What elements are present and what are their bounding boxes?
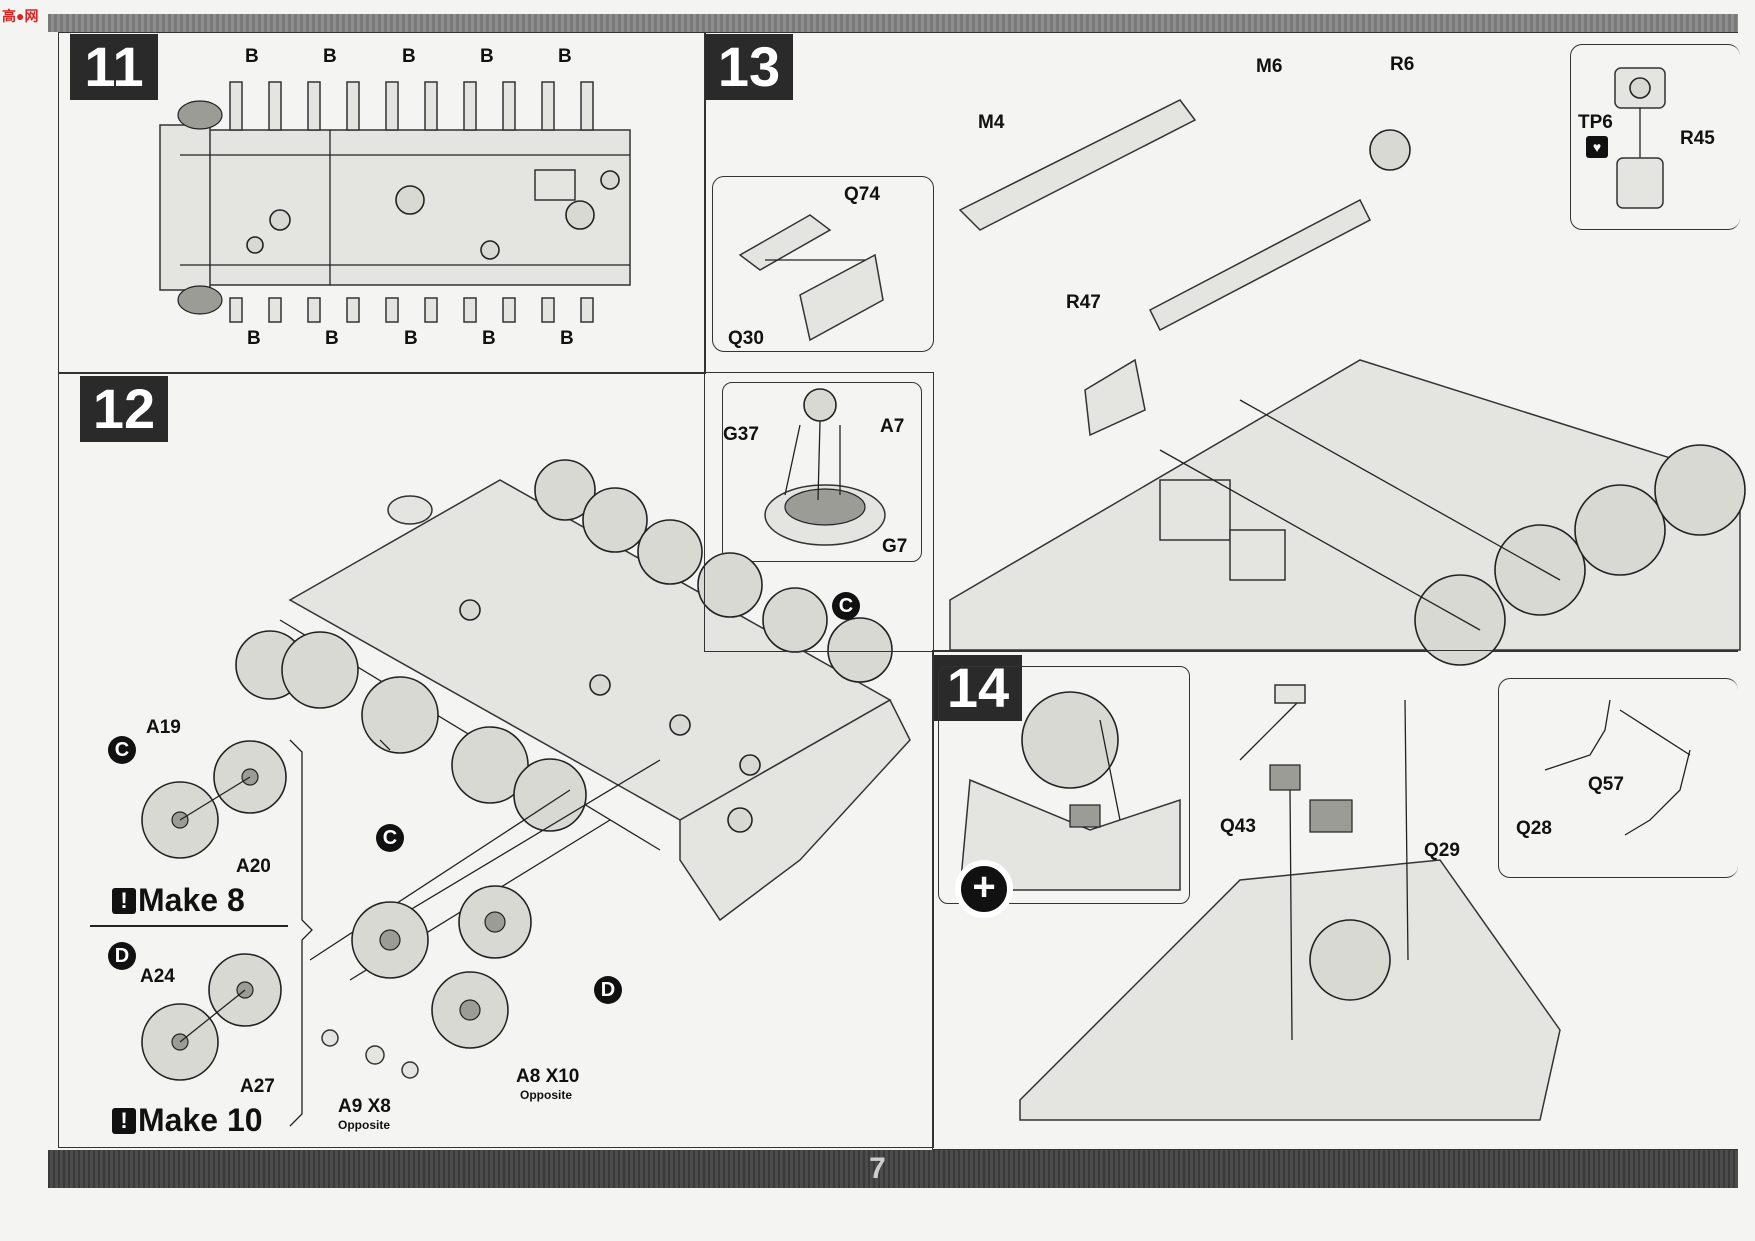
step-14-zoom-inset [938,666,1190,904]
label-a19: A19 [146,717,181,738]
step-13-label-tp6: TP6 [1578,112,1613,133]
top-band [48,14,1738,32]
label-a24: A24 [140,966,175,987]
step-14-panel [932,650,1738,1150]
step-11-label-b-bottom-1: B [247,328,261,349]
label-a20: A20 [236,856,271,877]
step-12-inset [722,382,922,562]
wheel-d-tag: D [108,942,136,970]
make-8-note: !Make 8 [112,882,245,919]
step-12-callout-c-upper: C [832,592,860,620]
step-12-label-g7: G7 [882,536,908,557]
step-12-panel [58,372,934,1148]
make-8-text: Make 8 [138,882,245,918]
zoom-in-icon: + [955,860,1013,918]
make-10-note: !Make 10 [112,1102,263,1139]
step-14-label-q29: Q29 [1424,840,1460,861]
step-11-label-b-bottom-5: B [560,328,574,349]
broken-heart-icon: ♥ [1586,136,1608,158]
step-11-label-b-top-3: B [402,46,416,67]
label-a9-opposite: Opposite [338,1118,391,1132]
make-10-text: Make 10 [138,1102,263,1138]
step-11-label-b-top-1: B [245,46,259,67]
make-divider [90,925,288,927]
step-13-label-q30: Q30 [728,328,764,349]
step-14-zoom-drawing [959,691,1181,891]
step-11-label-b-top-5: B [558,46,572,67]
step-14-label-q57: Q57 [1588,774,1624,795]
step-14-parts-drawing [1019,684,1561,1121]
step-13-label-q74: Q74 [844,184,880,205]
step-13-inset-left-drawing [738,214,884,342]
step-14-label-q43: Q43 [1220,816,1256,837]
step-11-number: 11 [70,34,158,100]
step-13-number: 13 [705,34,793,100]
step-12-callout-d: D [594,976,622,1004]
step-14-inset-right-drawing [1544,699,1691,836]
step-12-label-a7: A7 [880,416,905,437]
step-13-inset-left [712,176,934,352]
step-13-inset-right-drawing [1614,67,1666,209]
label-a27: A27 [240,1076,275,1097]
step-11-label-b-bottom-3: B [404,328,418,349]
step-12-wheel-d-drawing [141,953,282,1081]
step-11-hull-drawing [159,81,631,323]
label-a8-opposite: Opposite [520,1088,573,1102]
step-11-label-b-top-2: B [323,46,337,67]
step-13-label-m4: M4 [978,112,1005,133]
warning-icon: ! [112,888,136,914]
make-bracket [289,739,313,1127]
step-13-panel [704,32,1738,652]
step-14-label-q28: Q28 [1516,818,1552,839]
step-12-wheel-c-drawing [141,740,287,859]
step-13-label-m6: M6 [1256,56,1283,77]
step-13-hull-drawing [949,99,1746,666]
step-12-inset-drawing [764,388,886,546]
step-13-label-r6: R6 [1390,54,1415,75]
warning-icon: ! [112,1108,136,1134]
site-logo: 高●网 [2,8,39,24]
step-12-loose-wheels [321,885,532,1079]
step-12-hull-drawing [235,459,911,981]
page-number: 7 [869,1152,886,1185]
step-11-label-b-bottom-4: B [482,328,496,349]
step-13-label-r47: R47 [1066,292,1101,313]
step-13-label-r45: R45 [1680,128,1715,149]
label-a9: A9 X8 [338,1096,391,1117]
step-11-panel [58,32,706,374]
step-12-label-g37: G37 [723,424,759,445]
step-11-label-b-top-4: B [480,46,494,67]
step-13-inset-right [1570,44,1740,230]
step-12-number: 12 [80,376,168,442]
step-12-callout-c-lower: C [376,824,404,852]
step-14-inset-right [1498,678,1738,878]
step-11-label-b-bottom-2: B [325,328,339,349]
label-a8: A8 X10 [516,1066,580,1087]
wheel-c-tag: C [108,736,136,764]
footer-band [48,1150,1738,1188]
